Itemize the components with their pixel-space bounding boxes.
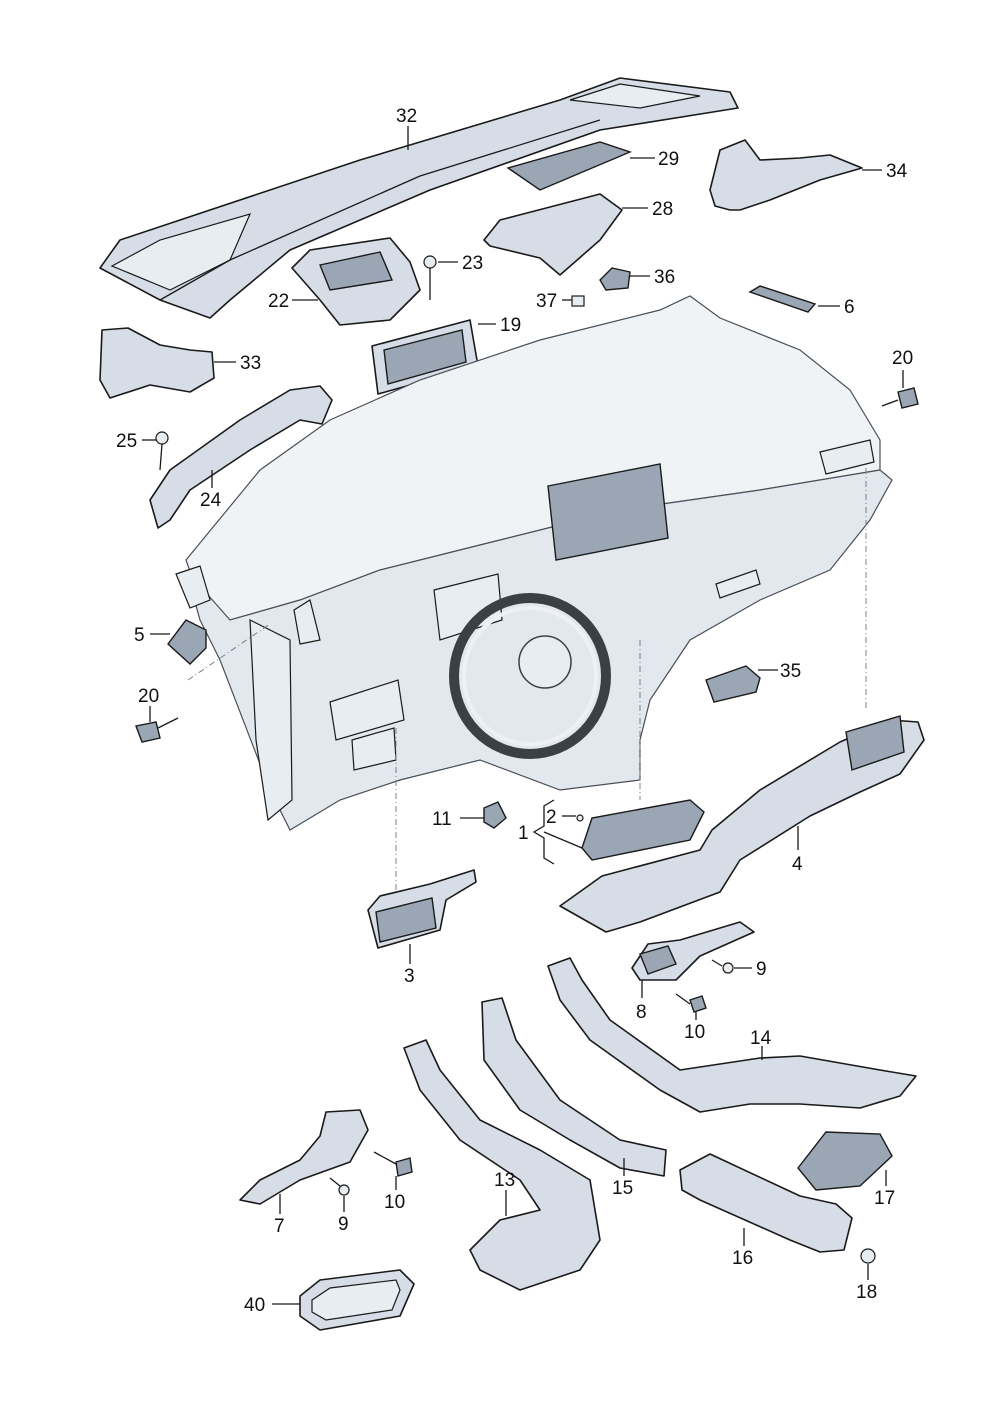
part-3-vent-left [367, 869, 477, 949]
part-20-screw-right [881, 387, 919, 409]
part-20-screw-left [135, 717, 179, 743]
label-14: 14 [750, 1028, 772, 1049]
part-25-screw [155, 431, 169, 471]
part-40-trim-ring [299, 1269, 415, 1331]
label-37: 37 [536, 291, 557, 312]
label-7: 7 [274, 1216, 285, 1237]
part-1-vent-assembly [576, 799, 705, 861]
part-29-grille [506, 141, 632, 191]
label-20-right: 20 [892, 348, 913, 369]
label-40: 40 [244, 1295, 265, 1316]
part-6-trim-strip [748, 285, 817, 313]
label-1: 1 [518, 823, 529, 844]
part-17-grille [797, 1131, 893, 1191]
part-10-screw-right [675, 993, 707, 1013]
part-8-vent-right [631, 921, 755, 981]
part-33-bracket [99, 327, 215, 399]
label-23: 23 [462, 253, 483, 274]
label-16: 16 [732, 1248, 753, 1269]
part-37-clip [571, 295, 585, 307]
label-2: 2 [546, 807, 557, 828]
label-29: 29 [658, 149, 679, 170]
label-20-left: 20 [138, 686, 159, 707]
label-22: 22 [268, 291, 289, 312]
dashboard-main-body [175, 295, 893, 831]
label-33: 33 [240, 353, 261, 374]
label-3: 3 [404, 966, 415, 987]
label-15: 15 [612, 1178, 633, 1199]
label-24: 24 [200, 490, 222, 511]
label-11: 11 [432, 809, 452, 830]
label-19: 19 [500, 315, 521, 336]
label-28: 28 [652, 199, 673, 220]
label-36: 36 [654, 267, 675, 288]
label-9-right: 9 [756, 959, 767, 980]
part-10-screw-left [373, 1151, 413, 1177]
part-28-housing [483, 193, 623, 276]
label-18: 18 [856, 1282, 877, 1303]
label-32: 32 [396, 106, 417, 127]
part-23-clip [423, 255, 437, 300]
label-4: 4 [792, 854, 803, 875]
part-35-module [705, 665, 761, 703]
label-13: 13 [494, 1170, 515, 1191]
part-9-screw-left [329, 1177, 350, 1196]
part-4-air-duct [559, 715, 925, 933]
part-32-cowl-panel [99, 77, 739, 319]
label-6: 6 [844, 297, 855, 318]
label-9-left: 9 [338, 1214, 349, 1235]
label-10-left: 10 [384, 1192, 405, 1213]
part-15-floor-duct [481, 997, 667, 1177]
label-25: 25 [116, 431, 137, 452]
label-10-right: 10 [684, 1022, 705, 1043]
label-35: 35 [780, 661, 801, 682]
part-14-floor-duct [547, 957, 917, 1113]
part-11-clip [483, 801, 507, 829]
part-9-screw-right [711, 959, 734, 974]
part-16-floor-duct [679, 1153, 853, 1253]
part-34-bracket [709, 139, 863, 211]
part-18-clip [860, 1248, 876, 1264]
part-13-floor-duct [403, 1039, 601, 1291]
part-24-air-duct [149, 385, 333, 529]
label-8: 8 [636, 1002, 647, 1023]
part-36-clip [599, 267, 631, 291]
label-17: 17 [874, 1188, 895, 1209]
part-5-vent-grille [167, 619, 207, 665]
part-22-vent-housing [291, 237, 421, 326]
label-5: 5 [134, 625, 145, 646]
part-7-duct-left [239, 1109, 369, 1205]
label-34: 34 [886, 161, 908, 182]
